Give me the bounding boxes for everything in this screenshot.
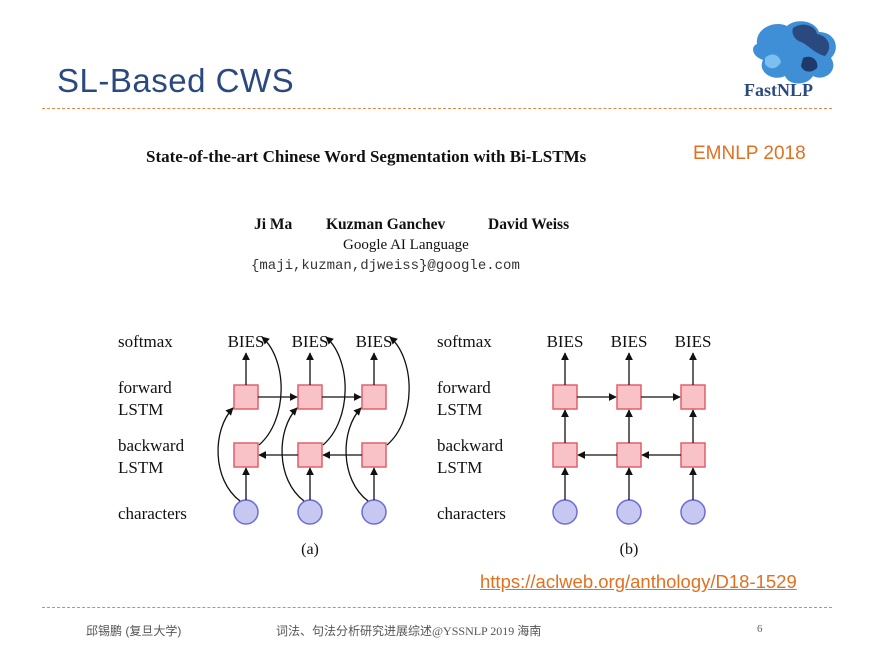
venue-label: EMNLP 2018 — [693, 143, 806, 164]
row-label-lstm: LSTM — [437, 400, 482, 419]
backward-to-output-arrow — [386, 336, 410, 446]
output-label: BIES — [356, 332, 393, 351]
forward-lstm-cell — [552, 384, 578, 410]
paper-title: State-of-the-art Chinese Word Segmentati… — [146, 147, 587, 166]
row-label-lstm: LSTM — [118, 458, 163, 477]
row-label-softmax: softmax — [118, 332, 173, 351]
bilstm-architecture-diagram: softmax forward LSTM backward LSTM chara… — [118, 332, 711, 558]
character-node — [361, 499, 387, 525]
row-label-lstm: LSTM — [437, 458, 482, 477]
character-node — [233, 499, 259, 525]
character-node — [680, 499, 706, 525]
footer-event: 词法、句法分析研究进展综述@YSSNLP 2019 海南 — [276, 624, 542, 638]
author-name: Kuzman Ganchev — [326, 216, 446, 233]
backward-lstm-cell — [233, 442, 259, 468]
output-label: BIES — [228, 332, 265, 351]
row-label-backward: backward — [437, 436, 504, 455]
backward-lstm-cell — [297, 442, 323, 468]
panel-caption: (b) — [620, 541, 639, 558]
forward-lstm-cell — [297, 384, 323, 410]
author-name: Ji Ma — [254, 216, 293, 233]
fastnlp-logo-icon — [753, 21, 836, 84]
forward-lstm-cell — [680, 384, 706, 410]
footer-author: 邱锡鹏 (复旦大学) — [86, 624, 182, 638]
forward-lstm-cell — [616, 384, 642, 410]
row-label-softmax: softmax — [437, 332, 492, 351]
paper-link[interactable]: https://aclweb.org/anthology/D18-1529 — [480, 571, 797, 592]
header-divider — [42, 108, 832, 109]
backward-lstm-cell — [616, 442, 642, 468]
character-node — [297, 499, 323, 525]
character-node — [552, 499, 578, 525]
slide-title: SL-Based CWS — [57, 62, 295, 99]
panel-a: softmax forward LSTM backward LSTM chara… — [118, 332, 410, 558]
page-number: 6 — [757, 623, 763, 635]
output-label: BIES — [611, 332, 648, 351]
output-label: BIES — [292, 332, 329, 351]
char-to-forward-arrow — [281, 407, 305, 502]
row-label-characters: characters — [118, 504, 187, 523]
row-label-lstm: LSTM — [118, 400, 163, 419]
output-label: BIES — [547, 332, 584, 351]
row-label-forward: forward — [437, 378, 491, 397]
logo-text: FastNLP — [744, 80, 813, 100]
panel-caption: (a) — [301, 541, 319, 558]
row-label-backward: backward — [118, 436, 185, 455]
forward-lstm-cell — [361, 384, 387, 410]
row-label-forward: forward — [118, 378, 172, 397]
backward-to-output-arrow — [258, 336, 282, 446]
forward-lstm-cell — [233, 384, 259, 410]
footer-divider — [42, 607, 832, 608]
row-label-characters: characters — [437, 504, 506, 523]
character-node — [616, 499, 642, 525]
backward-lstm-cell — [680, 442, 706, 468]
char-to-forward-arrow — [217, 407, 241, 502]
author-name: David Weiss — [488, 216, 570, 233]
panel-b: softmax forward LSTM backward LSTM chara… — [437, 332, 711, 558]
backward-lstm-cell — [552, 442, 578, 468]
affiliation: Google AI Language — [343, 237, 469, 253]
backward-lstm-cell — [361, 442, 387, 468]
author-emails: {maji,kuzman,djweiss}@google.com — [251, 258, 520, 274]
char-to-forward-arrow — [345, 407, 369, 502]
output-label: BIES — [675, 332, 712, 351]
backward-to-output-arrow — [322, 336, 346, 446]
